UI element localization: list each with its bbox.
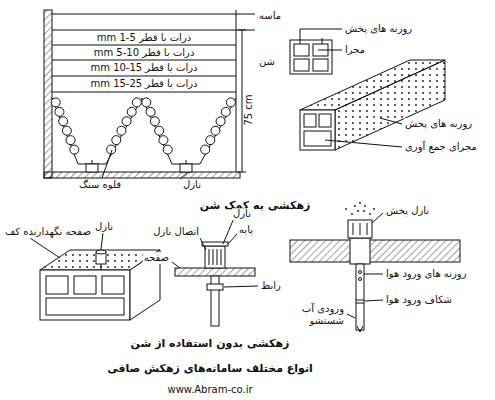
figure-caption: انواع مختلف سامانه‌های زهکش صافی [106, 363, 314, 376]
part-label: اتصال نازل [152, 226, 200, 238]
sub-caption: زهکشی بدون استفاده از شن [130, 338, 291, 351]
layer-label: ذرات با قطر mm 1-5 [96, 32, 192, 44]
part-label: نازل [94, 221, 114, 233]
block-underdrain [290, 29, 445, 150]
part-label: روزنه های ورود هوا [385, 268, 467, 280]
plate-underdrain [30, 233, 160, 320]
part-label: ورودی آب شستشو [291, 303, 345, 326]
gravel-bed [44, 10, 255, 179]
channel-label: مجرای جمع آوری [404, 141, 478, 153]
dimension-label: 75 cm [243, 93, 255, 126]
part-label: شکاف ورود هوا [385, 294, 453, 306]
orifice-label: روزنه های پخش [344, 23, 413, 35]
channel-label: مجرا [344, 44, 366, 56]
sub-caption: زهکشی به کمک شن [199, 200, 312, 213]
part-label: نازل [182, 179, 202, 191]
nozzle-in-slab [290, 202, 460, 332]
layer-label: شن [258, 56, 276, 68]
layer-label: ذرات با قطر mm 5-10 [93, 47, 196, 59]
part-label: پایه [238, 224, 254, 236]
layer-label: ذرات با قطر mm 10-15 [89, 62, 198, 74]
part-label: صفحه نگهدارنده کف [4, 226, 92, 238]
part-label: رابط [260, 280, 282, 292]
layer-label: ذرات با قطر mm 15-25 [89, 78, 198, 90]
watermark: www.Abram-co.ir [166, 384, 253, 396]
part-label: نازل [232, 208, 252, 220]
part-label: قلوه سنگ [78, 179, 122, 191]
part-label: صفحه [143, 252, 170, 264]
layer-label: ماسه [258, 10, 282, 22]
orifice-label: روزنه های پخش [404, 118, 473, 130]
part-label: نازل پخش [385, 205, 430, 217]
